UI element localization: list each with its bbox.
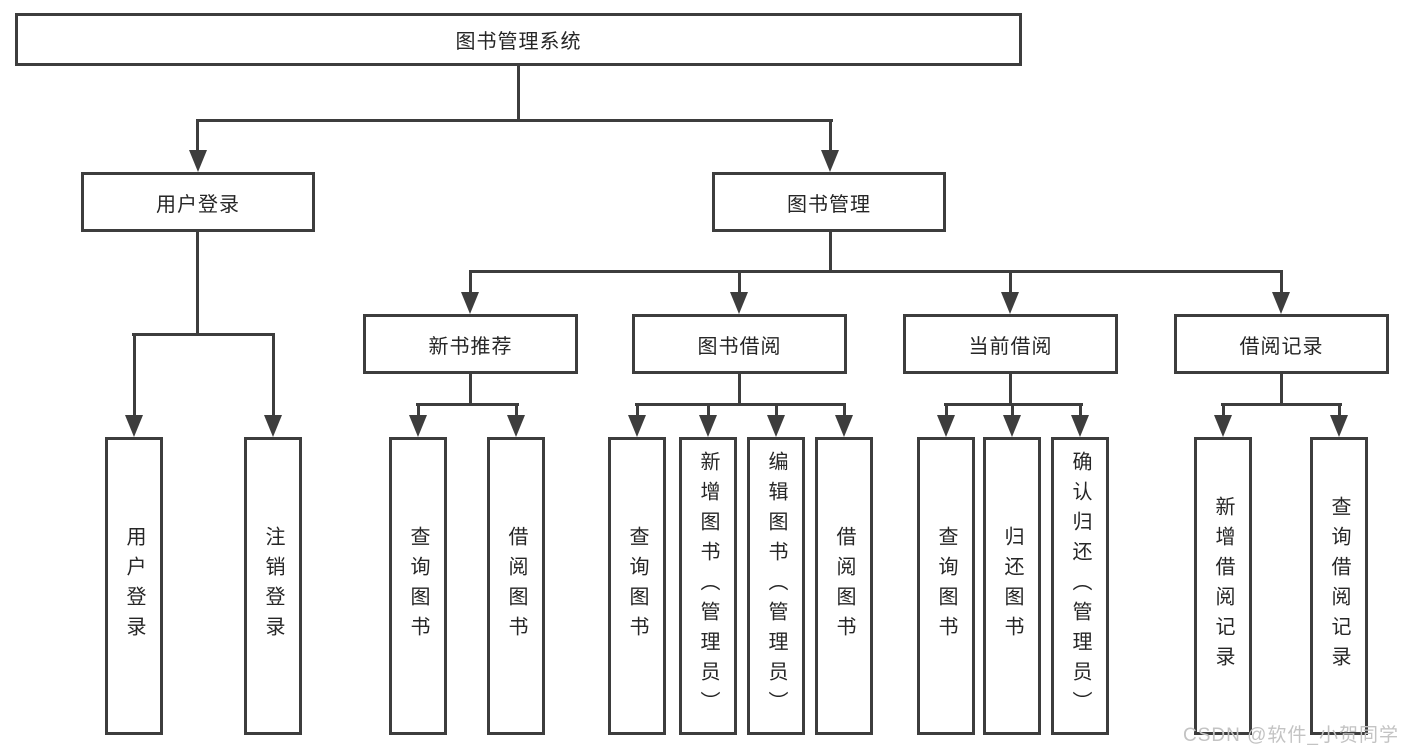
node-library-management-system: 图书管理系统 [15, 13, 1022, 66]
connector-line-v [1079, 403, 1082, 417]
connector-line-v [1009, 270, 1012, 294]
connector-line-v [775, 403, 778, 417]
leaf-add-books-admin: 新增图书（管理员） [679, 437, 737, 735]
leaf-add-borrow-record: 新增借阅记录 [1194, 437, 1252, 735]
connector-arrowhead-icon [767, 415, 785, 437]
leaf-query-borrow-record: 查询借阅记录 [1310, 437, 1368, 735]
leaf-edit-books-admin: 编辑图书（管理员） [747, 437, 805, 735]
connector-line-v [133, 333, 136, 417]
connector-line-v [1338, 403, 1341, 417]
connector-line-v [1280, 270, 1283, 294]
connector-line-v [1011, 403, 1014, 417]
leaf-confirm-return-admin: 确认归还（管理员） [1051, 437, 1109, 735]
connector-line-v [515, 403, 518, 417]
connector-line-h [132, 333, 275, 336]
connector-line-h [416, 403, 519, 406]
leaf-user-login: 用户登录 [105, 437, 163, 735]
connector-arrowhead-icon [1272, 292, 1290, 314]
leaf-return-books: 归还图书 [983, 437, 1041, 735]
connector-arrowhead-icon [1330, 415, 1348, 437]
watermark: CSDN @软件_小贺同学 [1183, 725, 1399, 746]
connector-line-v [636, 403, 639, 417]
connector-line-v [469, 270, 472, 294]
leaf-borrow-query-books: 查询图书 [608, 437, 666, 735]
connector-line-h [635, 403, 846, 406]
connector-line-v [1009, 374, 1012, 406]
connector-arrowhead-icon [937, 415, 955, 437]
connector-line-v [196, 232, 199, 336]
connector-arrowhead-icon [125, 415, 143, 437]
connector-arrowhead-icon [1001, 292, 1019, 314]
connector-arrowhead-icon [1003, 415, 1021, 437]
node-current-borrowing: 当前借阅 [903, 314, 1118, 374]
leaf-recommend-query-books: 查询图书 [389, 437, 447, 735]
connector-line-v [829, 232, 832, 272]
leaf-logout: 注销登录 [244, 437, 302, 735]
node-book-management: 图书管理 [712, 172, 946, 232]
connector-line-h [1221, 403, 1342, 406]
node-new-book-recommendation: 新书推荐 [363, 314, 578, 374]
leaf-current-query-books: 查询图书 [917, 437, 975, 735]
node-book-borrowing: 图书借阅 [632, 314, 847, 374]
connector-line-h [196, 119, 833, 122]
connector-line-v [945, 403, 948, 417]
node-user-login: 用户登录 [81, 172, 315, 232]
connector-line-v [417, 403, 420, 417]
connector-line-v [707, 403, 710, 417]
connector-line-v [738, 270, 741, 294]
connector-arrowhead-icon [461, 292, 479, 314]
connector-line-v [517, 65, 520, 121]
node-borrowing-records: 借阅记录 [1174, 314, 1389, 374]
connector-arrowhead-icon [1214, 415, 1232, 437]
connector-arrowhead-icon [730, 292, 748, 314]
connector-line-v [829, 119, 832, 152]
connector-arrowhead-icon [835, 415, 853, 437]
connector-arrowhead-icon [699, 415, 717, 437]
connector-line-v [738, 374, 741, 406]
connector-line-h [469, 270, 1283, 273]
connector-line-v [196, 119, 199, 152]
connector-arrowhead-icon [1071, 415, 1089, 437]
connector-line-v [469, 374, 472, 406]
connector-arrowhead-icon [507, 415, 525, 437]
connector-line-v [1280, 374, 1283, 406]
connector-arrowhead-icon [409, 415, 427, 437]
leaf-recommend-borrow-books: 借阅图书 [487, 437, 545, 735]
connector-line-v [272, 333, 275, 417]
connector-arrowhead-icon [189, 150, 207, 172]
connector-arrowhead-icon [628, 415, 646, 437]
leaf-borrow-books: 借阅图书 [815, 437, 873, 735]
connector-arrowhead-icon [264, 415, 282, 437]
connector-line-v [1222, 403, 1225, 417]
connector-line-v [843, 403, 846, 417]
connector-arrowhead-icon [821, 150, 839, 172]
